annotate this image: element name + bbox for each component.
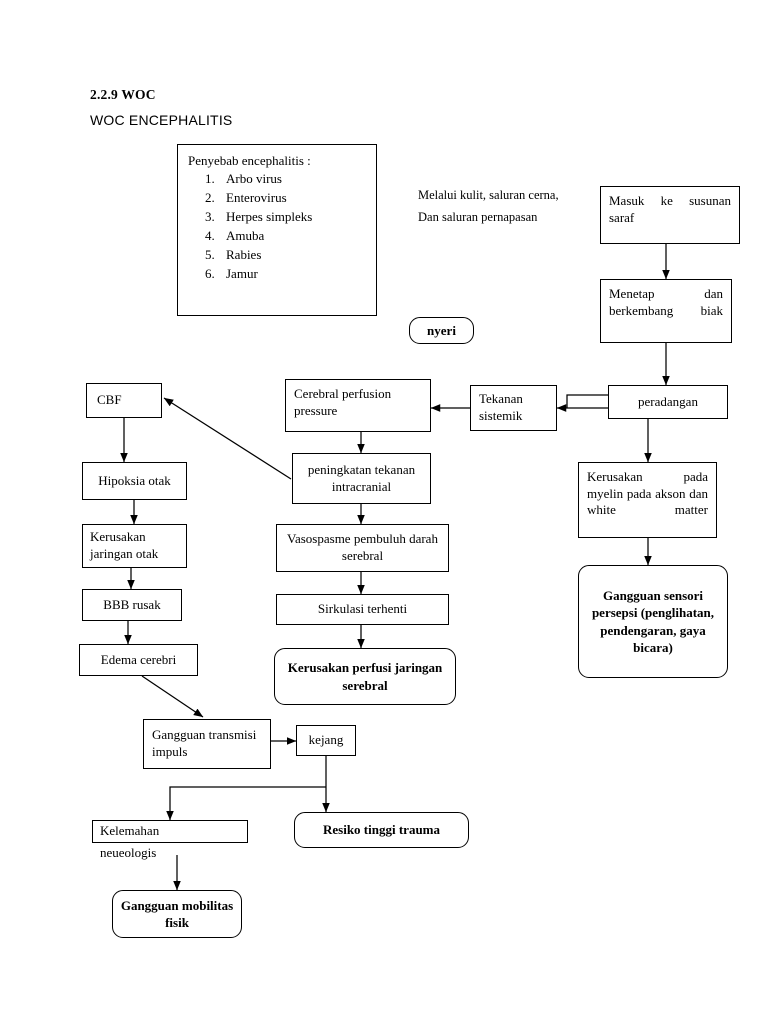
causes-box: Penyebab encephalitis : Arbo virus Enter… — [177, 144, 377, 316]
list-item: Enterovirus — [218, 189, 370, 208]
list-item: Jamur — [218, 265, 370, 284]
node-cerebral-perfusion-pressure: Cerebral perfusion pressure — [285, 379, 431, 432]
node-edema-cerebri: Edema cerebri — [79, 644, 198, 676]
node-peningkatan-tekanan-intracranial: peningkatan tekanan intracranial — [292, 453, 431, 504]
causes-list: Arbo virus Enterovirus Herpes simpleks A… — [188, 170, 370, 284]
route-line-1: Melalui kulit, saluran cerna, — [418, 188, 559, 202]
node-vasospasme-pembuluh-darah-serebral: Vasospasme pembuluh darah serebral — [276, 524, 449, 572]
kelemahan-label: Kelemahan — [100, 823, 160, 839]
neueologis-label: neueologis — [100, 845, 157, 860]
edge-edema-to-gangguan-transmisi — [141, 675, 204, 718]
list-item: Herpes simpleks — [218, 208, 370, 227]
node-tekanan-sistemik: Tekanan sistemik — [470, 385, 557, 431]
node-nyeri: nyeri — [409, 317, 474, 344]
node-kerusakan-myelin: Kerusakan pada myelin pada akson dan whi… — [578, 462, 717, 538]
node-cbf: CBF — [86, 383, 162, 418]
node-resiko-tinggi-trauma: Resiko tinggi trauma — [294, 812, 469, 848]
node-kelemahan-neueologis: Kelemahan neueologis — [92, 820, 248, 860]
transmission-route-text: Melalui kulit, saluran cerna, Dan salura… — [418, 185, 608, 228]
node-gangguan-mobilitas-fisik: Gangguan mobilitas fisik — [112, 890, 242, 938]
edge-peradangan-side-line — [566, 394, 608, 408]
node-kejang: kejang — [296, 725, 356, 756]
node-kerusakan-perfusi-jaringan-serebral: Kerusakan perfusi jaringan serebral — [274, 648, 456, 705]
node-bbb-rusak: BBB rusak — [82, 589, 182, 621]
node-menetap-dan-berkembang-biak: Menetap dan berkembang biak — [600, 279, 732, 343]
node-masuk-ke-susunan-saraf: Masuk ke susunan saraf — [600, 186, 740, 244]
list-item: Arbo virus — [218, 170, 370, 189]
page-title: WOC ENCEPHALITIS — [90, 112, 233, 128]
section-number: 2.2.9 WOC — [90, 87, 156, 102]
node-gangguan-sensori-persepsi: Gangguan sensori persepsi (penglihatan, … — [578, 565, 728, 678]
list-item: Amuba — [218, 227, 370, 246]
route-line-2: Dan saluran pernapasan — [418, 209, 538, 224]
node-kerusakan-jaringan-otak: Kerusakan jaringan otak — [82, 524, 187, 568]
node-sirkulasi-terhenti: Sirkulasi terhenti — [276, 594, 449, 625]
causes-heading: Penyebab encephalitis : — [188, 153, 311, 168]
node-hipoksia-otak: Hipoksia otak — [82, 462, 187, 500]
list-item: Rabies — [218, 246, 370, 265]
node-peradangan: peradangan — [608, 385, 728, 419]
node-gangguan-transmisi-impuls: Gangguan transmisi impuls — [143, 719, 271, 769]
